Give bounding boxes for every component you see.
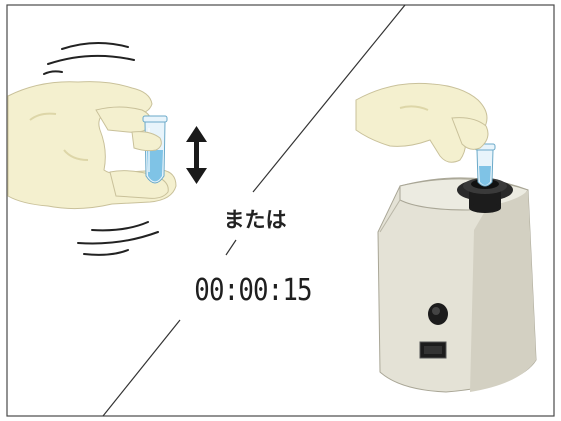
microtube-on-vortex <box>474 143 496 187</box>
thumb-over-tube <box>131 131 162 152</box>
or-label: または <box>223 208 287 232</box>
diagonal-divider <box>102 4 406 417</box>
shake-motion-lines-icon <box>43 41 159 256</box>
figure-frame <box>6 4 555 417</box>
vortex-mixer <box>377 177 537 393</box>
double-vertical-arrow-icon <box>186 126 207 184</box>
duration-timer: 00:00:15 <box>194 273 312 308</box>
gloved-hand-right <box>355 82 489 163</box>
